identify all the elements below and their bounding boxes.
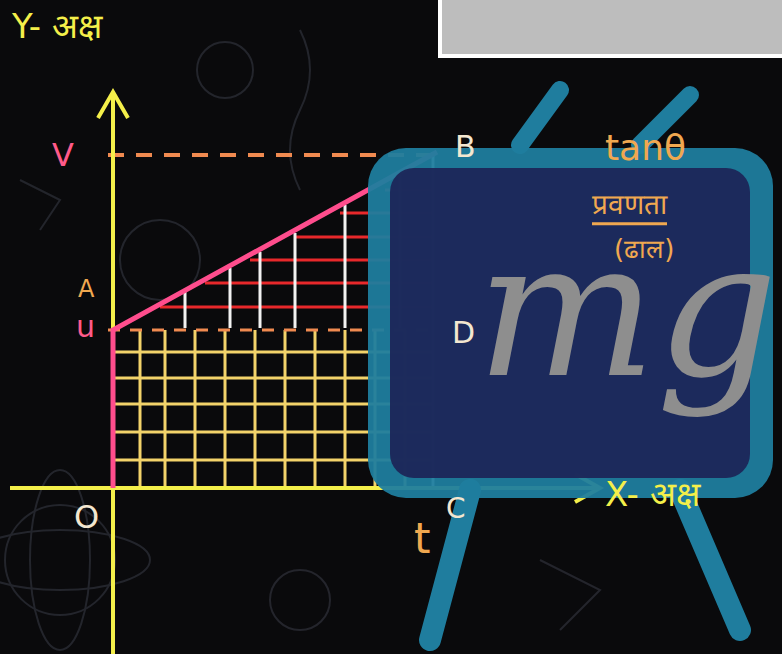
point-label: D bbox=[452, 316, 475, 349]
point-label: u bbox=[76, 310, 95, 343]
point-label: V bbox=[52, 138, 74, 173]
axis-title: Y- अक्ष bbox=[12, 8, 102, 45]
formula-text: tanθ bbox=[605, 128, 686, 168]
point-label: C bbox=[446, 494, 466, 525]
point-label: B bbox=[455, 130, 476, 163]
point-label: A bbox=[78, 276, 94, 302]
watermark: mg bbox=[476, 205, 778, 414]
origin-label: O bbox=[74, 500, 99, 535]
axis-title: X- अक्ष bbox=[605, 476, 700, 513]
axis-value: t bbox=[414, 516, 430, 562]
